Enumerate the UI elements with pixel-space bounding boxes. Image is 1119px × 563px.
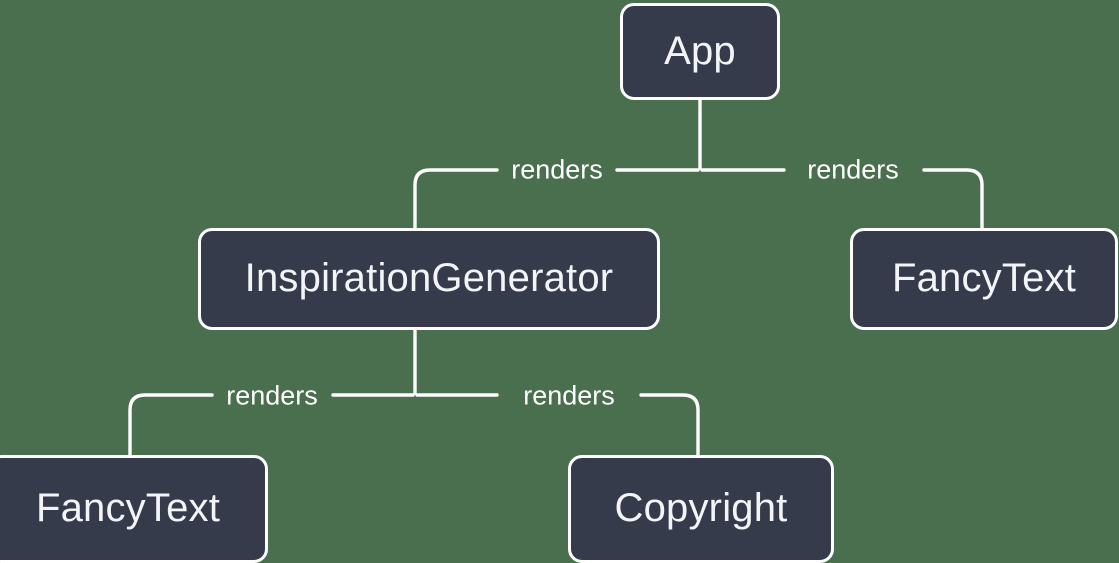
edge-inspirationgenerator-to-fancytext-left-left-seg <box>128 393 214 457</box>
node-copyright-label: Copyright <box>614 486 788 530</box>
edge-inspirationgenerator-to-copyright-right-seg <box>639 393 700 457</box>
edge-app-to-fancytext-right-right-seg <box>922 168 984 230</box>
edge-app-to-inspirationgenerator-left-seg <box>413 168 499 230</box>
node-inspirationgenerator-label: InspirationGenerator <box>244 256 614 300</box>
node-copyright[interactable]: Copyright <box>568 455 834 563</box>
node-app-label: App <box>664 28 736 73</box>
node-fancytext-right-label: FancyText <box>891 256 1077 300</box>
node-fancytext-left-label: FancyText <box>35 486 221 530</box>
node-inspirationgenerator[interactable]: InspirationGenerator <box>198 228 660 330</box>
node-app[interactable]: App <box>620 3 780 100</box>
edge-label-inspirationgenerator-to-copyright: renders <box>523 380 615 411</box>
edge-label-app-to-inspirationgenerator: renders <box>511 154 603 185</box>
edge-label-inspirationgenerator-to-fancytext-left: renders <box>226 380 318 411</box>
node-fancytext-left[interactable]: FancyText <box>0 455 268 563</box>
edge-label-app-to-fancytext-right: renders <box>807 154 899 185</box>
node-fancytext-right[interactable]: FancyText <box>850 228 1118 330</box>
